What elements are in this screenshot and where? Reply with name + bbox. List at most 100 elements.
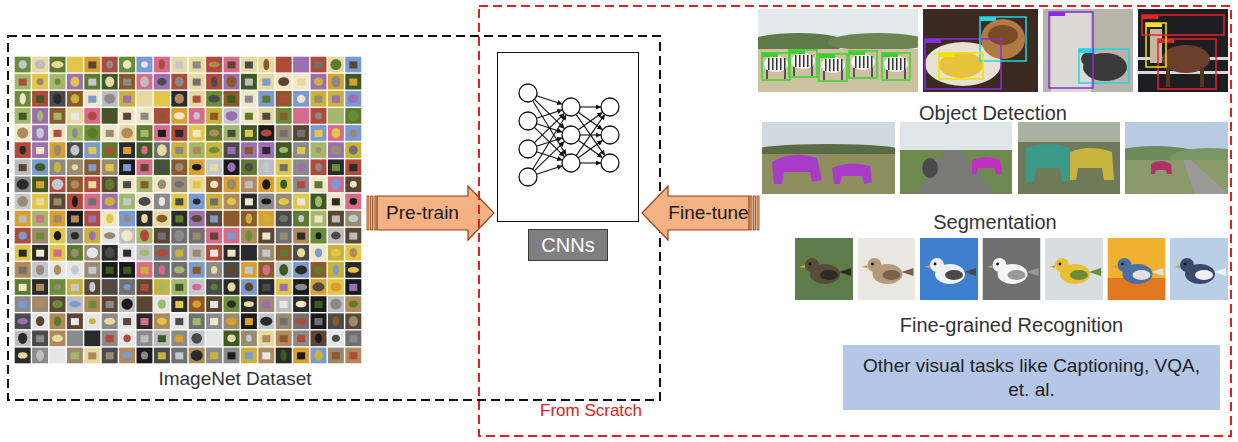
bird-head bbox=[1180, 258, 1194, 272]
thumbnail bbox=[119, 330, 135, 346]
net-connection bbox=[537, 166, 563, 174]
thumbnail-object bbox=[141, 164, 149, 171]
thumbnail-object bbox=[71, 318, 79, 325]
thumbnail bbox=[67, 262, 83, 278]
zebra-leg bbox=[823, 71, 825, 80]
neuron bbox=[601, 154, 619, 172]
thumbnail-object bbox=[121, 230, 133, 241]
photo-background bbox=[1108, 238, 1166, 300]
thumbnail-object bbox=[297, 352, 305, 359]
thumbnail bbox=[50, 57, 66, 73]
thumbnail-object bbox=[106, 113, 114, 120]
thumbnail-object bbox=[37, 78, 44, 85]
thumbnail bbox=[32, 228, 48, 244]
thumbnail bbox=[50, 159, 66, 175]
detection-tag bbox=[1146, 23, 1162, 27]
photo bbox=[983, 238, 1041, 300]
thumbnail bbox=[345, 176, 361, 192]
neuron bbox=[601, 98, 619, 116]
thumbnail bbox=[345, 91, 361, 107]
thumbnail-object bbox=[297, 95, 306, 103]
thumbnail-object bbox=[19, 301, 27, 308]
thumbnail bbox=[50, 176, 66, 192]
thumbnail bbox=[293, 194, 309, 210]
thumbnail-object bbox=[158, 299, 166, 308]
zebra-stripe bbox=[784, 58, 786, 70]
thumbnail bbox=[119, 245, 135, 261]
thumbnail-object bbox=[331, 179, 340, 190]
thumbnail bbox=[102, 108, 118, 124]
thumbnail bbox=[206, 91, 222, 107]
thumbnail bbox=[328, 57, 344, 73]
thumbnail bbox=[328, 74, 344, 90]
bird-beak bbox=[924, 265, 930, 268]
thumbnail bbox=[276, 57, 292, 73]
photo bbox=[1138, 9, 1228, 92]
block-arrow-shape bbox=[642, 186, 749, 240]
thumbnail-object bbox=[71, 333, 78, 343]
thumbnail bbox=[84, 245, 100, 261]
thumbnail-object bbox=[72, 164, 78, 170]
thumbnail bbox=[189, 279, 205, 295]
thumbnail-object bbox=[262, 301, 270, 308]
thumbnail-object bbox=[245, 318, 253, 325]
task-panel: Fine-grained Recognition bbox=[795, 238, 1228, 338]
thumbnail bbox=[189, 194, 205, 210]
thumbnail-object bbox=[262, 233, 270, 240]
thumbnail bbox=[345, 125, 361, 141]
thumbnail-object bbox=[348, 215, 358, 223]
thumbnail bbox=[345, 194, 361, 210]
region-label: From Scratch bbox=[540, 401, 1232, 421]
thumbnail bbox=[311, 74, 327, 90]
thumbnail-object bbox=[245, 198, 253, 205]
thumbnail bbox=[119, 313, 135, 329]
thumbnail-object bbox=[226, 76, 236, 87]
detection-tag bbox=[925, 39, 941, 43]
thumbnail-object bbox=[295, 265, 307, 274]
thumbnail bbox=[345, 159, 361, 175]
thumbnail-object bbox=[159, 265, 166, 274]
thumbnail-object bbox=[315, 248, 322, 257]
photo bbox=[1108, 238, 1166, 300]
thumbnail bbox=[189, 245, 205, 261]
thumbnail bbox=[258, 313, 274, 329]
thumbnail bbox=[50, 262, 66, 278]
thumbnail-object bbox=[70, 145, 79, 156]
thumbnail-object bbox=[71, 94, 80, 103]
thumbnail-object bbox=[228, 96, 236, 103]
photo-background bbox=[920, 238, 978, 300]
thumbnail-object bbox=[157, 78, 166, 85]
thumbnail-object bbox=[123, 318, 131, 325]
thumbnail bbox=[258, 91, 274, 107]
thumbnail-object bbox=[36, 250, 44, 257]
thumbnail-object bbox=[88, 164, 96, 171]
thumbnail bbox=[171, 262, 187, 278]
thumbnail-object bbox=[123, 147, 131, 154]
thumbnail bbox=[293, 57, 309, 73]
thumbnail-object bbox=[72, 196, 78, 207]
detection-box bbox=[939, 53, 983, 79]
thumbnail-object bbox=[105, 247, 115, 258]
thumbnail-object bbox=[54, 162, 61, 173]
thumbnail-object bbox=[210, 318, 218, 325]
thumbnail-object bbox=[192, 284, 201, 290]
zebra-stripe bbox=[803, 55, 805, 67]
bird-beak bbox=[1049, 265, 1055, 268]
thumbnail bbox=[32, 296, 48, 312]
thumbnail-object bbox=[17, 128, 28, 139]
thumbnail-object bbox=[228, 61, 236, 68]
thumbnail-object bbox=[227, 300, 236, 307]
thumbnail bbox=[311, 330, 327, 346]
thumbnail bbox=[293, 108, 309, 124]
cat-head bbox=[1081, 52, 1097, 66]
thumbnail bbox=[171, 211, 187, 227]
thumbnail-object bbox=[141, 214, 148, 223]
thumbnail bbox=[328, 125, 344, 141]
thumbnail-object bbox=[174, 230, 184, 242]
thumbnail-object bbox=[157, 318, 167, 325]
thumbnail-object bbox=[156, 162, 167, 173]
thumbnail bbox=[154, 176, 170, 192]
thumbnail bbox=[137, 57, 153, 73]
thumbnail bbox=[50, 313, 66, 329]
thumbnail bbox=[311, 279, 327, 295]
